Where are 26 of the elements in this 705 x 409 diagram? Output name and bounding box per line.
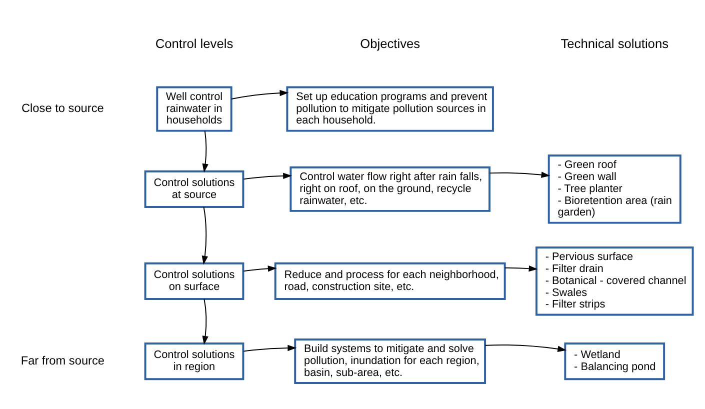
node-box: Reduce and process for each neighborhood, road, construction site, etc. (274, 262, 506, 300)
node-box: Control solutions on surface (144, 262, 244, 300)
node-box: Control solutions in region (144, 342, 244, 380)
label: Close to source (21, 100, 104, 115)
label: Control levels (155, 36, 234, 51)
arrow (202, 130, 208, 172)
arrow (202, 206, 208, 264)
node-box: - Green roof - Green wall - Tree planter - Bioretention area (rain garden) (548, 154, 682, 224)
arrow (230, 89, 289, 100)
node-box: - Pervious surface - Filter drain - Botanical - covered channel - Swales - Filter strips (536, 246, 694, 316)
arrow (243, 265, 277, 272)
arrow (243, 172, 292, 180)
node-box: Control water flow right after rain falls, right on roof, on the ground, recycle rainwater, etc. (290, 166, 490, 212)
arrow (202, 298, 208, 344)
node-box: Build systems to mitigate and solve pollution, inundation for each region, basin, sub-area, etc. (294, 338, 486, 384)
node-box: Well control rainwater in households (156, 86, 232, 132)
node-box: Control solutions at source (144, 170, 244, 208)
node-box: - Wetland - Balancing pond (564, 342, 666, 380)
arrow (504, 264, 538, 272)
arrow (489, 171, 550, 178)
arrow (484, 344, 567, 352)
label: Far from source (20, 352, 105, 367)
label: Objectives (360, 36, 420, 51)
node-box: Set up education programs and prevent pollution to mitigate pollution sources in each household. (286, 86, 494, 132)
label: Technical solutions (560, 36, 669, 51)
arrow (243, 344, 297, 352)
